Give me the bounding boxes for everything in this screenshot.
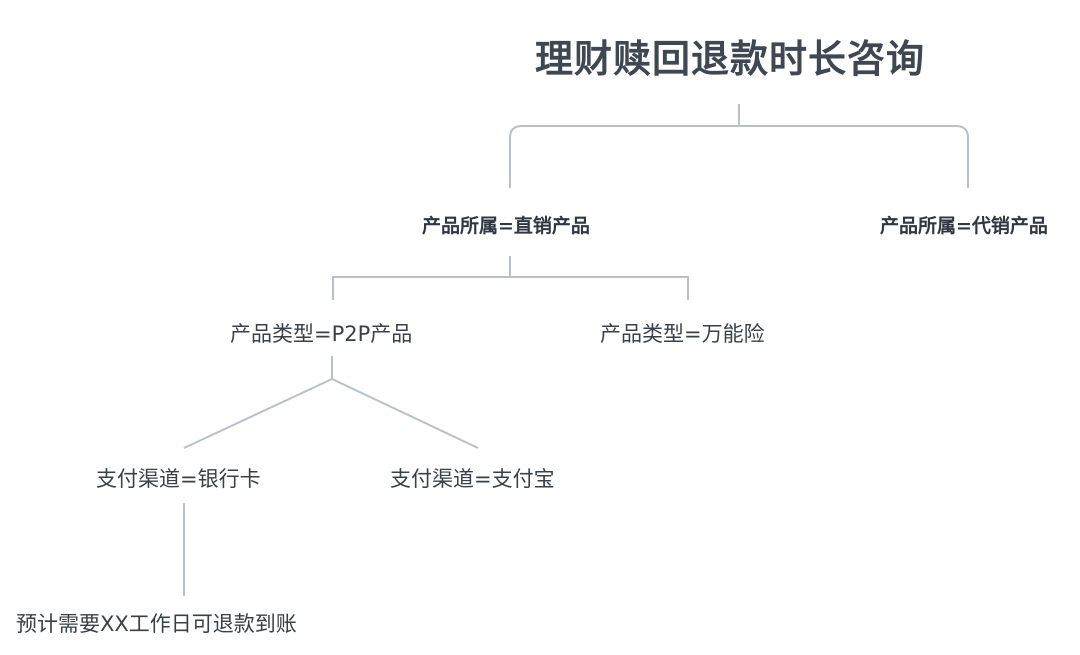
node-channel-alipay: 支付渠道=支付宝: [390, 467, 555, 491]
product-type-bracket-line: [332, 276, 689, 300]
level1-bracket-line: [509, 125, 969, 188]
node-universal-insurance: 产品类型=万能险: [600, 322, 765, 346]
node-direct-product: 产品所属=直销产品: [422, 215, 590, 237]
node-channel-bank-card: 支付渠道=银行卡: [96, 467, 261, 491]
node-agent-product: 产品所属=代销产品: [880, 215, 1048, 237]
diagram-title: 理财赎回退款时长咨询: [535, 37, 926, 81]
p2p-to-bank-line: [183, 378, 333, 449]
node-p2p-product: 产品类型=P2P产品: [230, 322, 413, 346]
p2p-to-alipay-line: [331, 378, 479, 449]
node-refund-result: 预计需要XX工作日可退款到账: [16, 612, 297, 636]
